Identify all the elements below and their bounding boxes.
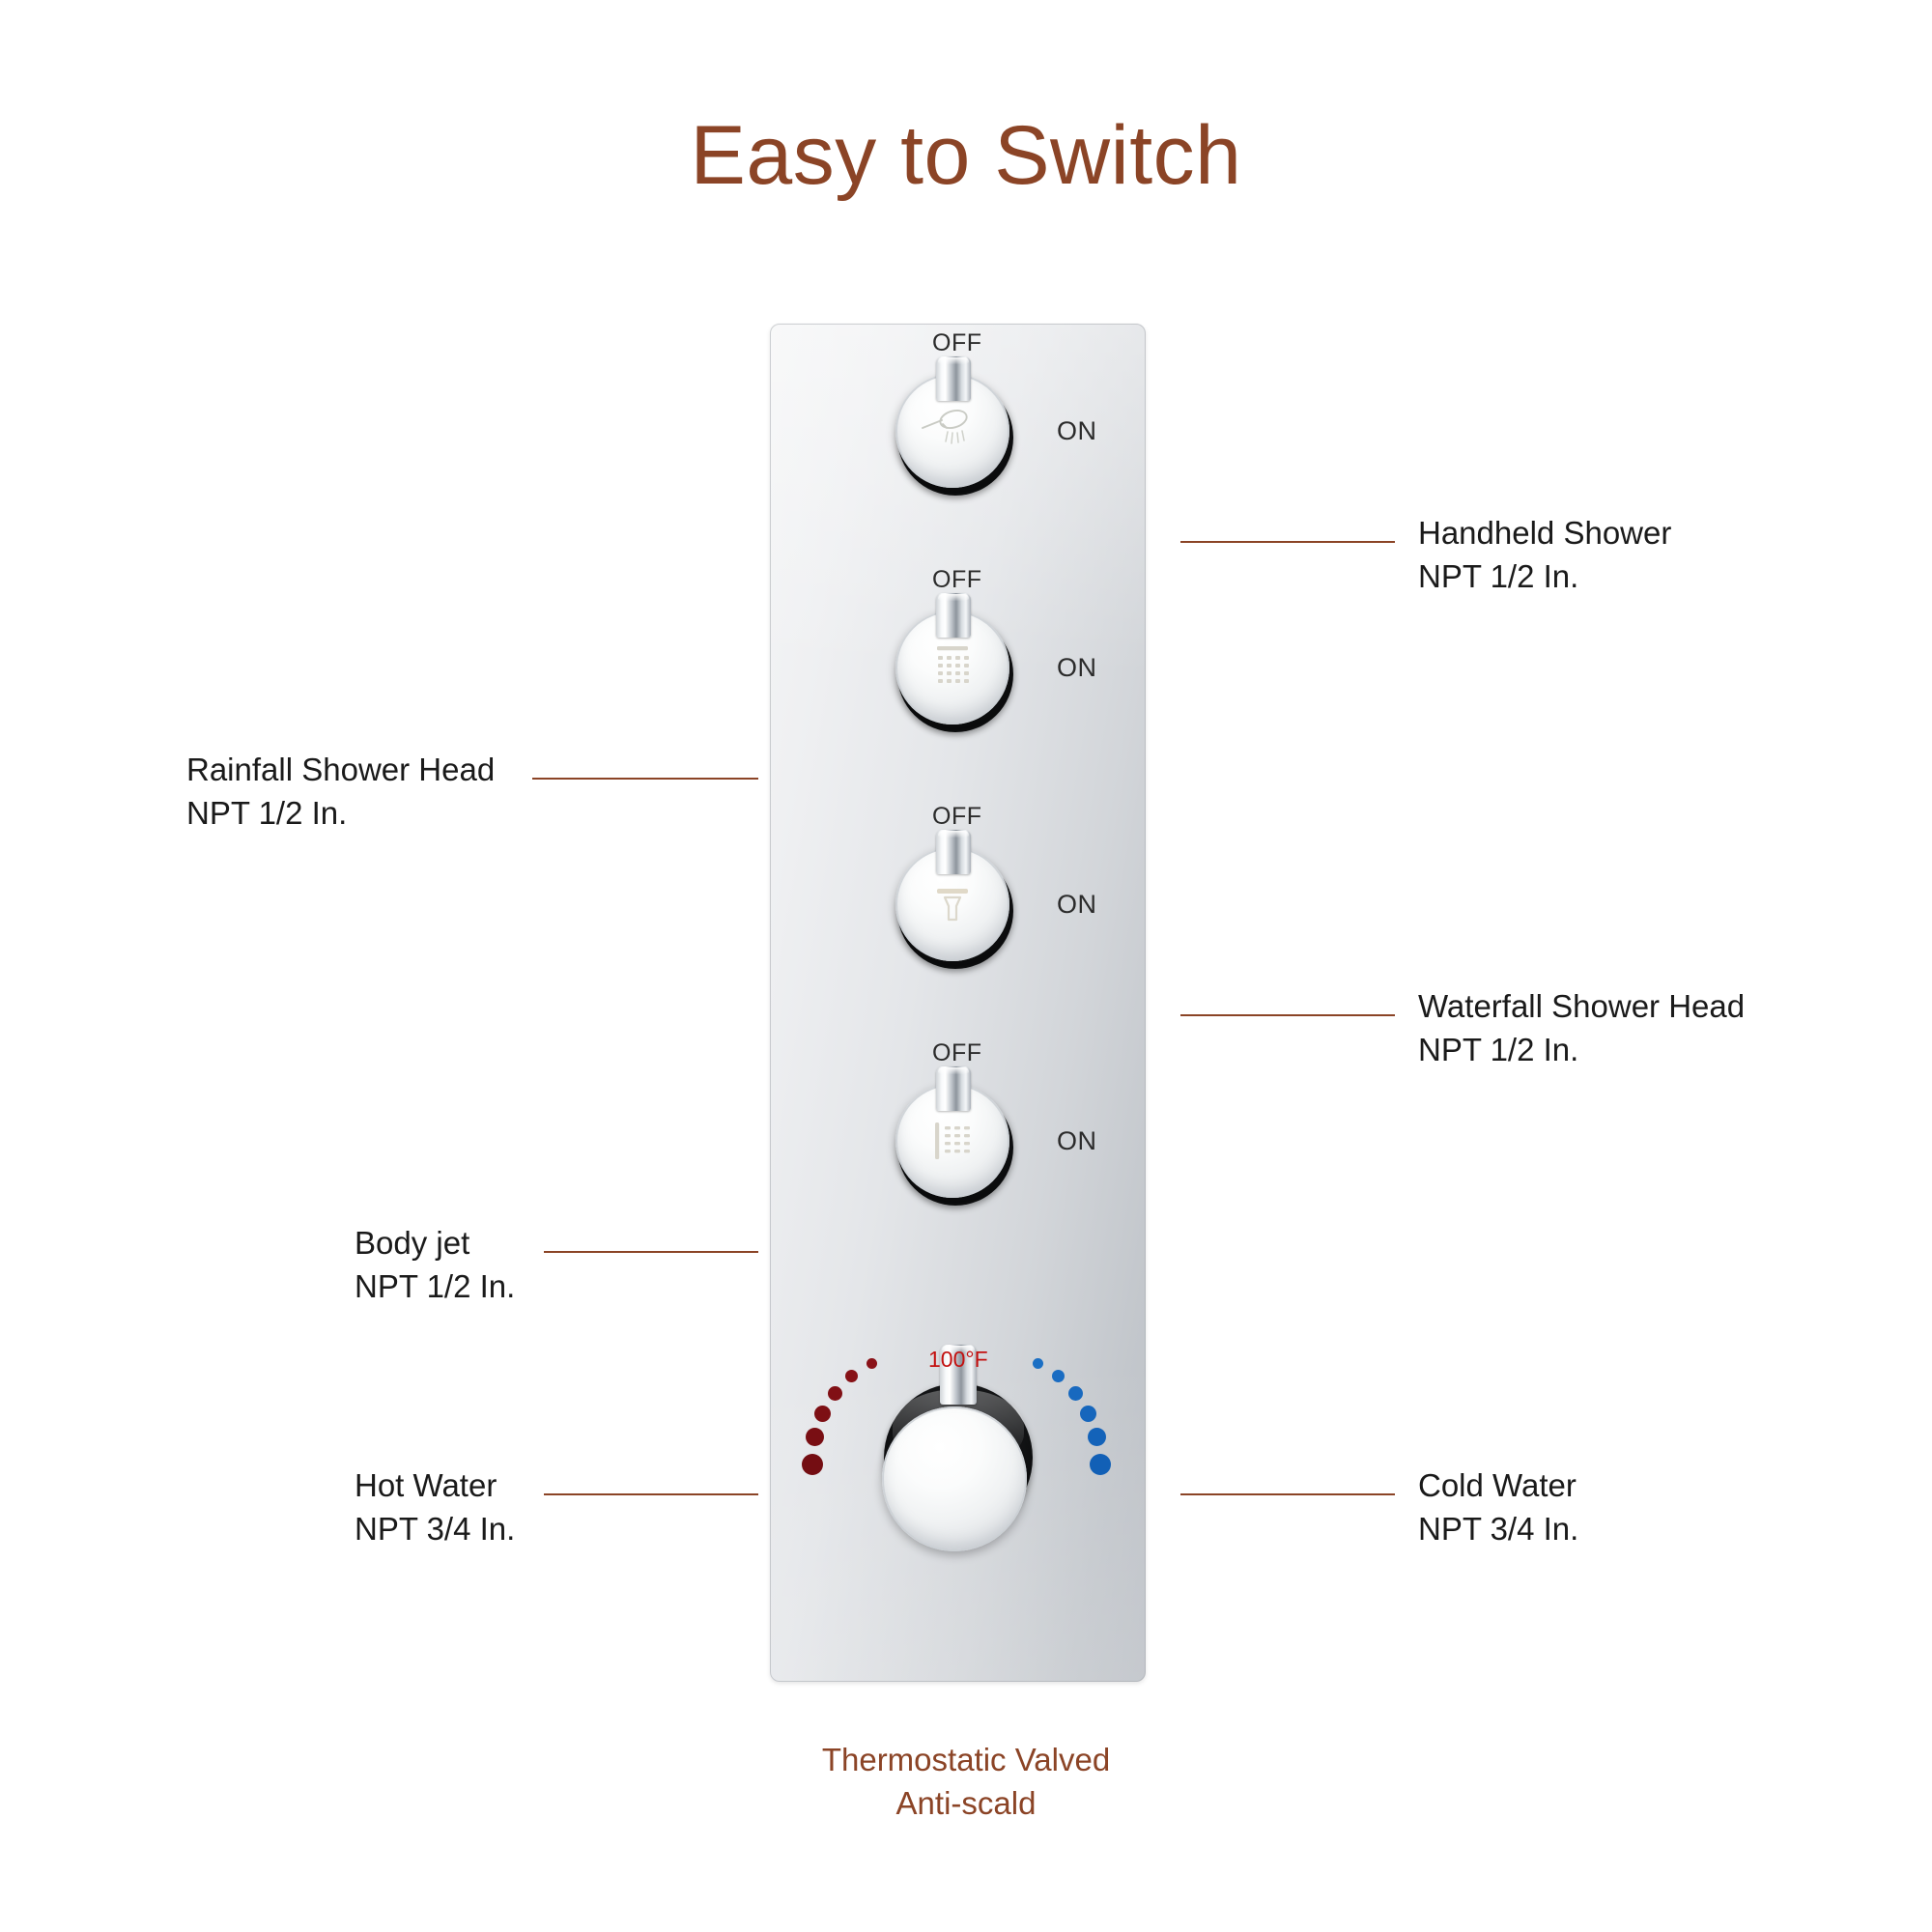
callout-handheld-shower-leader xyxy=(1180,541,1395,543)
hot-indicator-dot-1 xyxy=(867,1358,877,1369)
rainfall-shower-head-icon xyxy=(895,611,1009,724)
body-jet-icon xyxy=(895,1084,1009,1198)
bottom-caption: Thermostatic Valved Anti-scald xyxy=(0,1739,1932,1825)
callout-cold-water-leader xyxy=(1180,1493,1395,1495)
thermostatic-dial-face[interactable] xyxy=(882,1406,1027,1551)
knob-4-on-label: ON xyxy=(1057,1126,1097,1155)
hot-indicator-dot-2 xyxy=(845,1370,858,1382)
callout-cold-water-line2: NPT 3/4 In. xyxy=(1418,1511,1579,1547)
hot-indicator-dot-4 xyxy=(814,1406,831,1422)
callout-handheld-shower-line2: NPT 1/2 In. xyxy=(1418,558,1579,594)
diverter-knob-rainfall-shower-head[interactable]: OFF xyxy=(770,560,1146,850)
knob-4-off-label: OFF xyxy=(932,1039,982,1066)
knob-2-off-label: OFF xyxy=(932,566,982,593)
callout-body-jet-line1: Body jet xyxy=(355,1225,470,1261)
knob-3-off-label: OFF xyxy=(932,803,982,830)
callout-rainfall-shower-head-line2: NPT 1/2 In. xyxy=(186,795,348,831)
hot-indicator-dot-5 xyxy=(806,1428,824,1446)
diverter-knob-handheld-shower[interactable]: OFF xyxy=(770,324,1146,1682)
knob-4-stem-icon xyxy=(936,1066,971,1111)
page-title: Easy to Switch xyxy=(690,109,1242,202)
diverter-knob-body-jet[interactable]: OFF xyxy=(770,1034,1146,1323)
hot-indicator-dot-3 xyxy=(828,1386,842,1401)
callout-waterfall-shower-head-leader xyxy=(1180,1014,1395,1016)
cold-indicator-dot-2 xyxy=(1052,1370,1065,1382)
callout-body-jet-leader xyxy=(544,1251,758,1253)
callout-cold-water-line1: Cold Water xyxy=(1418,1467,1577,1503)
callout-body-jet-line2: NPT 1/2 In. xyxy=(355,1268,516,1304)
cold-indicator-dot-5 xyxy=(1088,1428,1106,1446)
callout-hot-water-line1: Hot Water xyxy=(355,1467,497,1503)
callout-waterfall-shower-head-line2: NPT 1/2 In. xyxy=(1418,1032,1579,1067)
waterfall-shower-head-icon xyxy=(895,847,1009,961)
callout-hot-water-leader xyxy=(544,1493,758,1495)
callout-handheld-shower-line1: Handheld Shower xyxy=(1418,515,1672,551)
callout-waterfall-shower-head-line1: Waterfall Shower Head xyxy=(1418,988,1746,1024)
knob-3-stem-icon xyxy=(936,830,971,874)
caption-line-1: Thermostatic Valved xyxy=(821,1742,1111,1777)
caption-line-2: Anti-scald xyxy=(895,1784,1037,1821)
knob-3-on-label: ON xyxy=(1057,890,1097,919)
cold-indicator-dot-4 xyxy=(1080,1406,1096,1422)
cold-indicator-dot-1 xyxy=(1033,1358,1043,1369)
temperature-readout: 100°F xyxy=(928,1347,988,1372)
knob-2-stem-icon xyxy=(936,593,971,638)
thermostatic-dial-rim xyxy=(882,1406,1027,1551)
knob-1-stem-icon xyxy=(936,356,971,401)
callout-rainfall-shower-head-leader xyxy=(532,778,758,780)
thermostatic-temperature-dial[interactable]: 100°F xyxy=(770,1323,1146,1642)
cold-indicator-dot-6 xyxy=(1090,1454,1111,1475)
knob-1-on-label: ON xyxy=(1057,416,1097,445)
knob-2-on-label: ON xyxy=(1057,653,1097,682)
hot-indicator-dot-6 xyxy=(802,1454,823,1475)
diverter-knob-waterfall-shower-head[interactable]: OFF ON xyxy=(770,797,1146,1087)
callout-rainfall-shower-head-line1: Rainfall Shower Head xyxy=(186,752,496,787)
handheld-shower-icon xyxy=(895,374,1009,488)
thermostatic-stem-icon xyxy=(940,1345,977,1405)
callout-hot-water-line2: NPT 3/4 In. xyxy=(355,1511,516,1547)
knob-1-off-label: OFF xyxy=(932,329,982,356)
cold-indicator-dot-3 xyxy=(1068,1386,1083,1401)
